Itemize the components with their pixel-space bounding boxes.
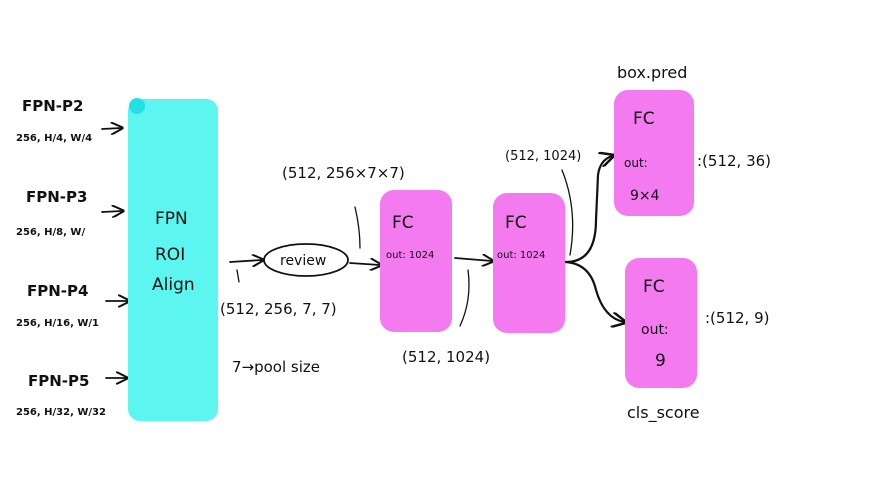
box-pred-head: box.pred FC out: 9×4 :(512, 36) (614, 63, 771, 216)
input-p5-name: FPN-P5 (28, 372, 89, 390)
roi-align-rect (128, 99, 218, 421)
input-p5-shape: 256, H/32, W/32 (16, 407, 106, 418)
roi-output-tick (236, 269, 240, 283)
branch-to-cls-score-arrow (564, 260, 624, 322)
input-p4: FPN-P4 256, H/16, W/1 (16, 282, 128, 329)
input-p2-shape: 256, H/4, W/4 (16, 133, 92, 144)
branch-to-box-pred-arrow (564, 156, 612, 264)
cls-score-out-value: 9 (655, 351, 666, 371)
box-pred-title: FC (633, 109, 655, 129)
roi-align-line3: Align (152, 275, 195, 295)
fc1-to-fc2-arrow (454, 258, 492, 261)
roi-align-line1: FPN (155, 209, 188, 229)
box-pred-output: :(512, 36) (697, 152, 771, 170)
review-node: review (263, 243, 349, 277)
cls-score-label: cls_score (627, 403, 700, 423)
box-pred-out-label: out: (624, 156, 648, 170)
fc1-out: out: 1024 (386, 250, 434, 261)
fc2-output-label: (512, 1024) (505, 149, 581, 164)
cls-score-out-label: out: (641, 322, 669, 338)
roi-align-box: FPN ROI Align (128, 98, 218, 421)
review-label: review (280, 253, 326, 269)
input-p2-name: FPN-P2 (22, 97, 83, 115)
input-p5: FPN-P5 256, H/32, W/32 (16, 372, 126, 418)
input-p2: FPN-P2 256, H/4, W/4 (16, 97, 121, 144)
fc1-box: FC out: 1024 (380, 190, 452, 332)
fc1-title: FC (392, 213, 414, 233)
fc1-rect (380, 190, 452, 332)
input-p4-shape: 256, H/16, W/1 (16, 318, 99, 329)
review-ellipse (263, 243, 349, 277)
fc2-box: FC out: 1024 (493, 193, 565, 333)
box-pred-label: box.pred (617, 63, 687, 82)
input-p3-name: FPN-P3 (26, 188, 87, 206)
input-p3: FPN-P3 256, H/8, W/ (16, 188, 122, 238)
cls-score-head: FC out: 9 :(512, 9) cls_score (625, 258, 769, 423)
roi-align-line2: ROI (155, 245, 185, 265)
review-output-label: (512, 256×7×7) (282, 164, 405, 182)
input-p4-name: FPN-P4 (27, 282, 88, 300)
fc2-rect (493, 193, 565, 333)
box-pred-rect (614, 90, 694, 216)
review-output-leader (354, 206, 361, 249)
fc2-title: FC (505, 213, 527, 233)
input-p2-arrow (101, 128, 121, 129)
roi-output-label: (512, 256, 7, 7) (220, 300, 337, 318)
input-p3-arrow (101, 211, 122, 212)
fc1-output-leader (459, 269, 470, 327)
box-pred-out-value: 9×4 (630, 188, 660, 204)
cls-score-title: FC (643, 277, 665, 297)
pool-size-note: 7→pool size (232, 358, 320, 376)
fc2-output-leader (561, 169, 574, 256)
fc1-output-label: (512, 1024) (402, 348, 490, 366)
cls-score-output: :(512, 9) (705, 309, 769, 327)
roi-align-dot (129, 98, 145, 114)
cls-score-rect (625, 258, 697, 388)
input-p3-shape: 256, H/8, W/ (16, 227, 85, 238)
roi-to-review-arrow (229, 260, 262, 262)
fc2-out: out: 1024 (497, 250, 545, 261)
review-to-fc1-arrow (349, 263, 380, 265)
